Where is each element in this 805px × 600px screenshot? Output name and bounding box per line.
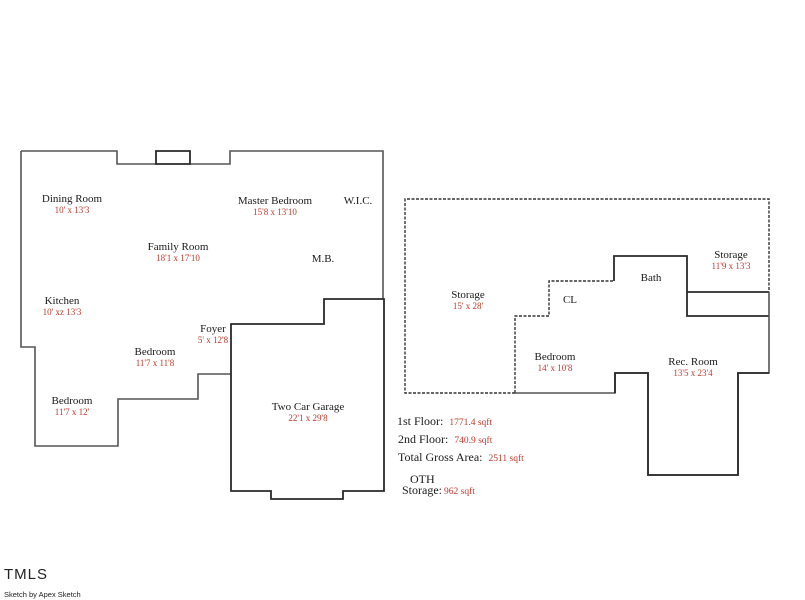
room-dimensions: 18'1 x 17'10	[156, 253, 200, 263]
second-floor-outline	[613, 255, 769, 317]
room-dimensions: 13'5 x 23'4	[673, 368, 713, 378]
rec-room-outline	[515, 292, 770, 476]
area-label: 2nd Floor:	[398, 432, 449, 446]
room-dimensions: 10' x 13'3	[54, 205, 90, 215]
room-label-kitchen: Kitchen 10' xz 13'3	[43, 295, 82, 318]
room-name: Bath	[640, 272, 662, 284]
area-value: 962 sqft	[444, 487, 475, 497]
room-dimensions: 15' x 28'	[452, 301, 484, 311]
garage-outline	[230, 298, 385, 500]
room-dimensions: 5' x 12'8	[197, 335, 229, 345]
storage-area: Storage:962 sqft	[402, 483, 475, 498]
area-value: 2511 sqft	[488, 454, 524, 464]
room-label-wic: W.I.C.	[344, 195, 373, 207]
area-label: 1st Floor:	[397, 414, 444, 428]
room-dimensions: 11'7 x 12'	[54, 407, 90, 417]
room-dimensions: 10' xz 13'3	[42, 307, 82, 317]
room-label-mb: M.B.	[312, 253, 335, 265]
first-floor-area: 1st Floor: 1771.4 sqft	[397, 414, 492, 429]
room-dimensions: 14' x 10'8	[537, 363, 573, 373]
room-label-bedroom-2: Bedroom 11'7 x 12'	[52, 395, 93, 418]
room-name: Dining Room	[41, 193, 103, 205]
room-name: Storage	[714, 249, 748, 261]
room-dimensions: 22'1 x 29'8	[288, 413, 328, 423]
room-name: Bedroom	[51, 395, 93, 407]
room-name: Master Bedroom	[237, 195, 313, 207]
area-label: OTH	[410, 472, 435, 486]
fireplace-outline	[155, 150, 191, 165]
area-value: 740.9 sqft	[454, 436, 493, 446]
second-floor-area: 2nd Floor: 740.9 sqft	[398, 432, 492, 447]
room-name: Rec. Room	[668, 356, 718, 368]
room-name: Bedroom	[534, 351, 576, 363]
room-label-dining-room: Dining Room 10' x 13'3	[42, 193, 102, 216]
area-label: Storage:	[402, 483, 442, 497]
room-dimensions: 11'7 x 11'8	[135, 358, 175, 368]
room-name: Storage	[451, 289, 485, 301]
room-label-master-bedroom: Master Bedroom 15'8 x 13'10	[238, 195, 312, 218]
room-label-garage: Two Car Garage 22'1 x 29'8	[272, 401, 345, 424]
room-label-foyer: Foyer 5' x 12'8	[198, 323, 228, 346]
room-name: Bedroom	[134, 346, 176, 358]
room-label-bedroom-1: Bedroom 11'7 x 11'8	[135, 346, 176, 369]
rec-room-walls	[614, 372, 769, 476]
room-label-bedroom-upper: Bedroom 14' x 10'8	[535, 351, 576, 374]
room-label-storage-large: Storage 15' x 28'	[451, 289, 485, 312]
second-floor-dashed-outline	[404, 198, 770, 394]
room-name: Family Room	[147, 241, 209, 253]
total-gross-area: Total Gross Area: 2511 sqft	[398, 450, 524, 465]
room-name: W.I.C.	[343, 195, 373, 207]
room-name: CL	[562, 294, 578, 306]
room-name: M.B.	[311, 253, 335, 265]
room-dimensions: 11'9 x 13'3	[711, 261, 751, 271]
room-label-closet: CL	[563, 294, 577, 306]
first-floor-outline	[20, 150, 384, 447]
area-value: 1771.4 sqft	[449, 418, 493, 428]
room-label-storage-small: Storage 11'9 x 13'3	[712, 249, 751, 272]
room-name: Two Car Garage	[271, 401, 345, 413]
mls-logo: TMLS	[4, 566, 49, 583]
oth-label: OTH	[410, 472, 435, 487]
room-label-family-room: Family Room 18'1 x 17'10	[148, 241, 209, 264]
room-name: Foyer	[200, 323, 226, 335]
room-label-rec-room: Rec. Room 13'5 x 23'4	[668, 356, 718, 379]
room-label-bath: Bath	[641, 272, 662, 284]
room-name: Kitchen	[44, 295, 80, 307]
area-label: Total Gross Area:	[398, 450, 483, 464]
sketch-credit: Sketch by Apex Sketch	[4, 590, 81, 599]
room-dimensions: 15'8 x 13'10	[253, 207, 297, 217]
